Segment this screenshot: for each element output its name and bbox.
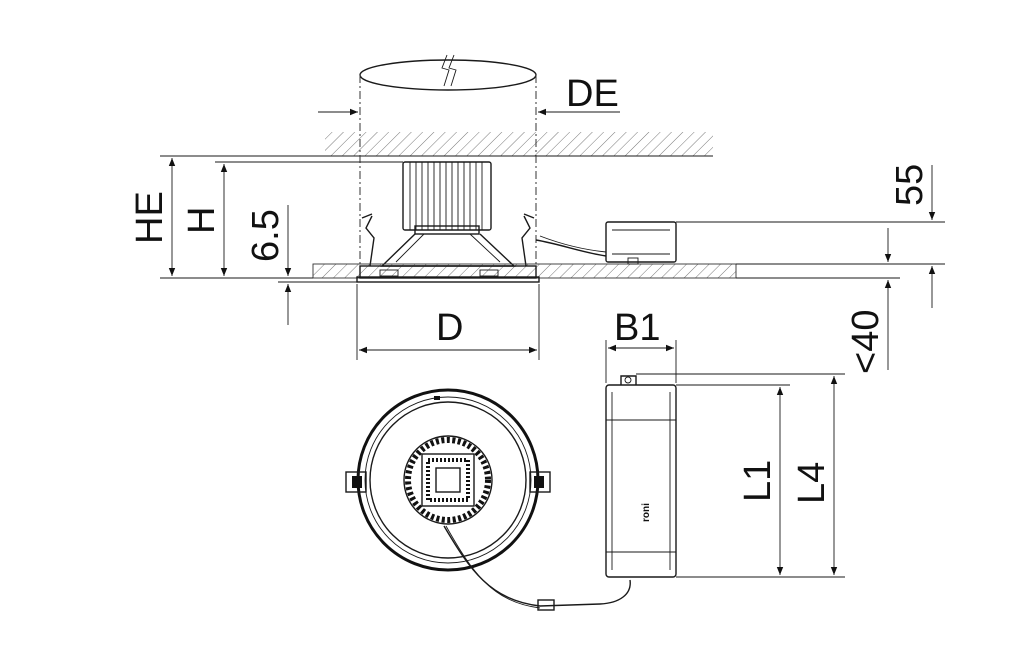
label-l4: L4 (791, 462, 833, 504)
label-de: DE (566, 73, 619, 115)
driver-side (535, 221, 677, 265)
label-55: 55 (889, 164, 931, 206)
dim-h: H (181, 164, 228, 276)
cutout-ellipse (359, 54, 537, 91)
dim-55: 55 (889, 164, 936, 308)
dim-he: HE (129, 158, 176, 276)
connecting-cable (443, 525, 631, 611)
reflector (380, 233, 516, 267)
ceiling-hatch (320, 132, 713, 157)
dim-65: 6.5 (245, 205, 292, 325)
label-40: <40 (845, 310, 887, 374)
driver-front: roni (605, 375, 677, 578)
top-view: roni B1 L1 L4 (345, 307, 845, 611)
label-65: 6.5 (245, 209, 287, 262)
trim-ring (356, 265, 540, 283)
side-view: DE (129, 54, 945, 374)
luminaire-front (345, 388, 551, 572)
heatsink (402, 161, 492, 235)
dim-b1: B1 (605, 307, 677, 383)
dim-d: D (356, 284, 540, 360)
label-d: D (436, 307, 463, 349)
brand-label: roni (641, 503, 652, 522)
label-h: H (181, 207, 223, 234)
dim-de: DE (318, 73, 620, 116)
dim-40: <40 (845, 228, 892, 374)
dim-l1: L1 (737, 387, 784, 575)
label-l1: L1 (737, 460, 779, 502)
label-he: HE (129, 191, 171, 244)
dim-l4: L4 (791, 376, 838, 575)
label-b1: B1 (614, 307, 660, 349)
spring-clips (361, 213, 535, 267)
